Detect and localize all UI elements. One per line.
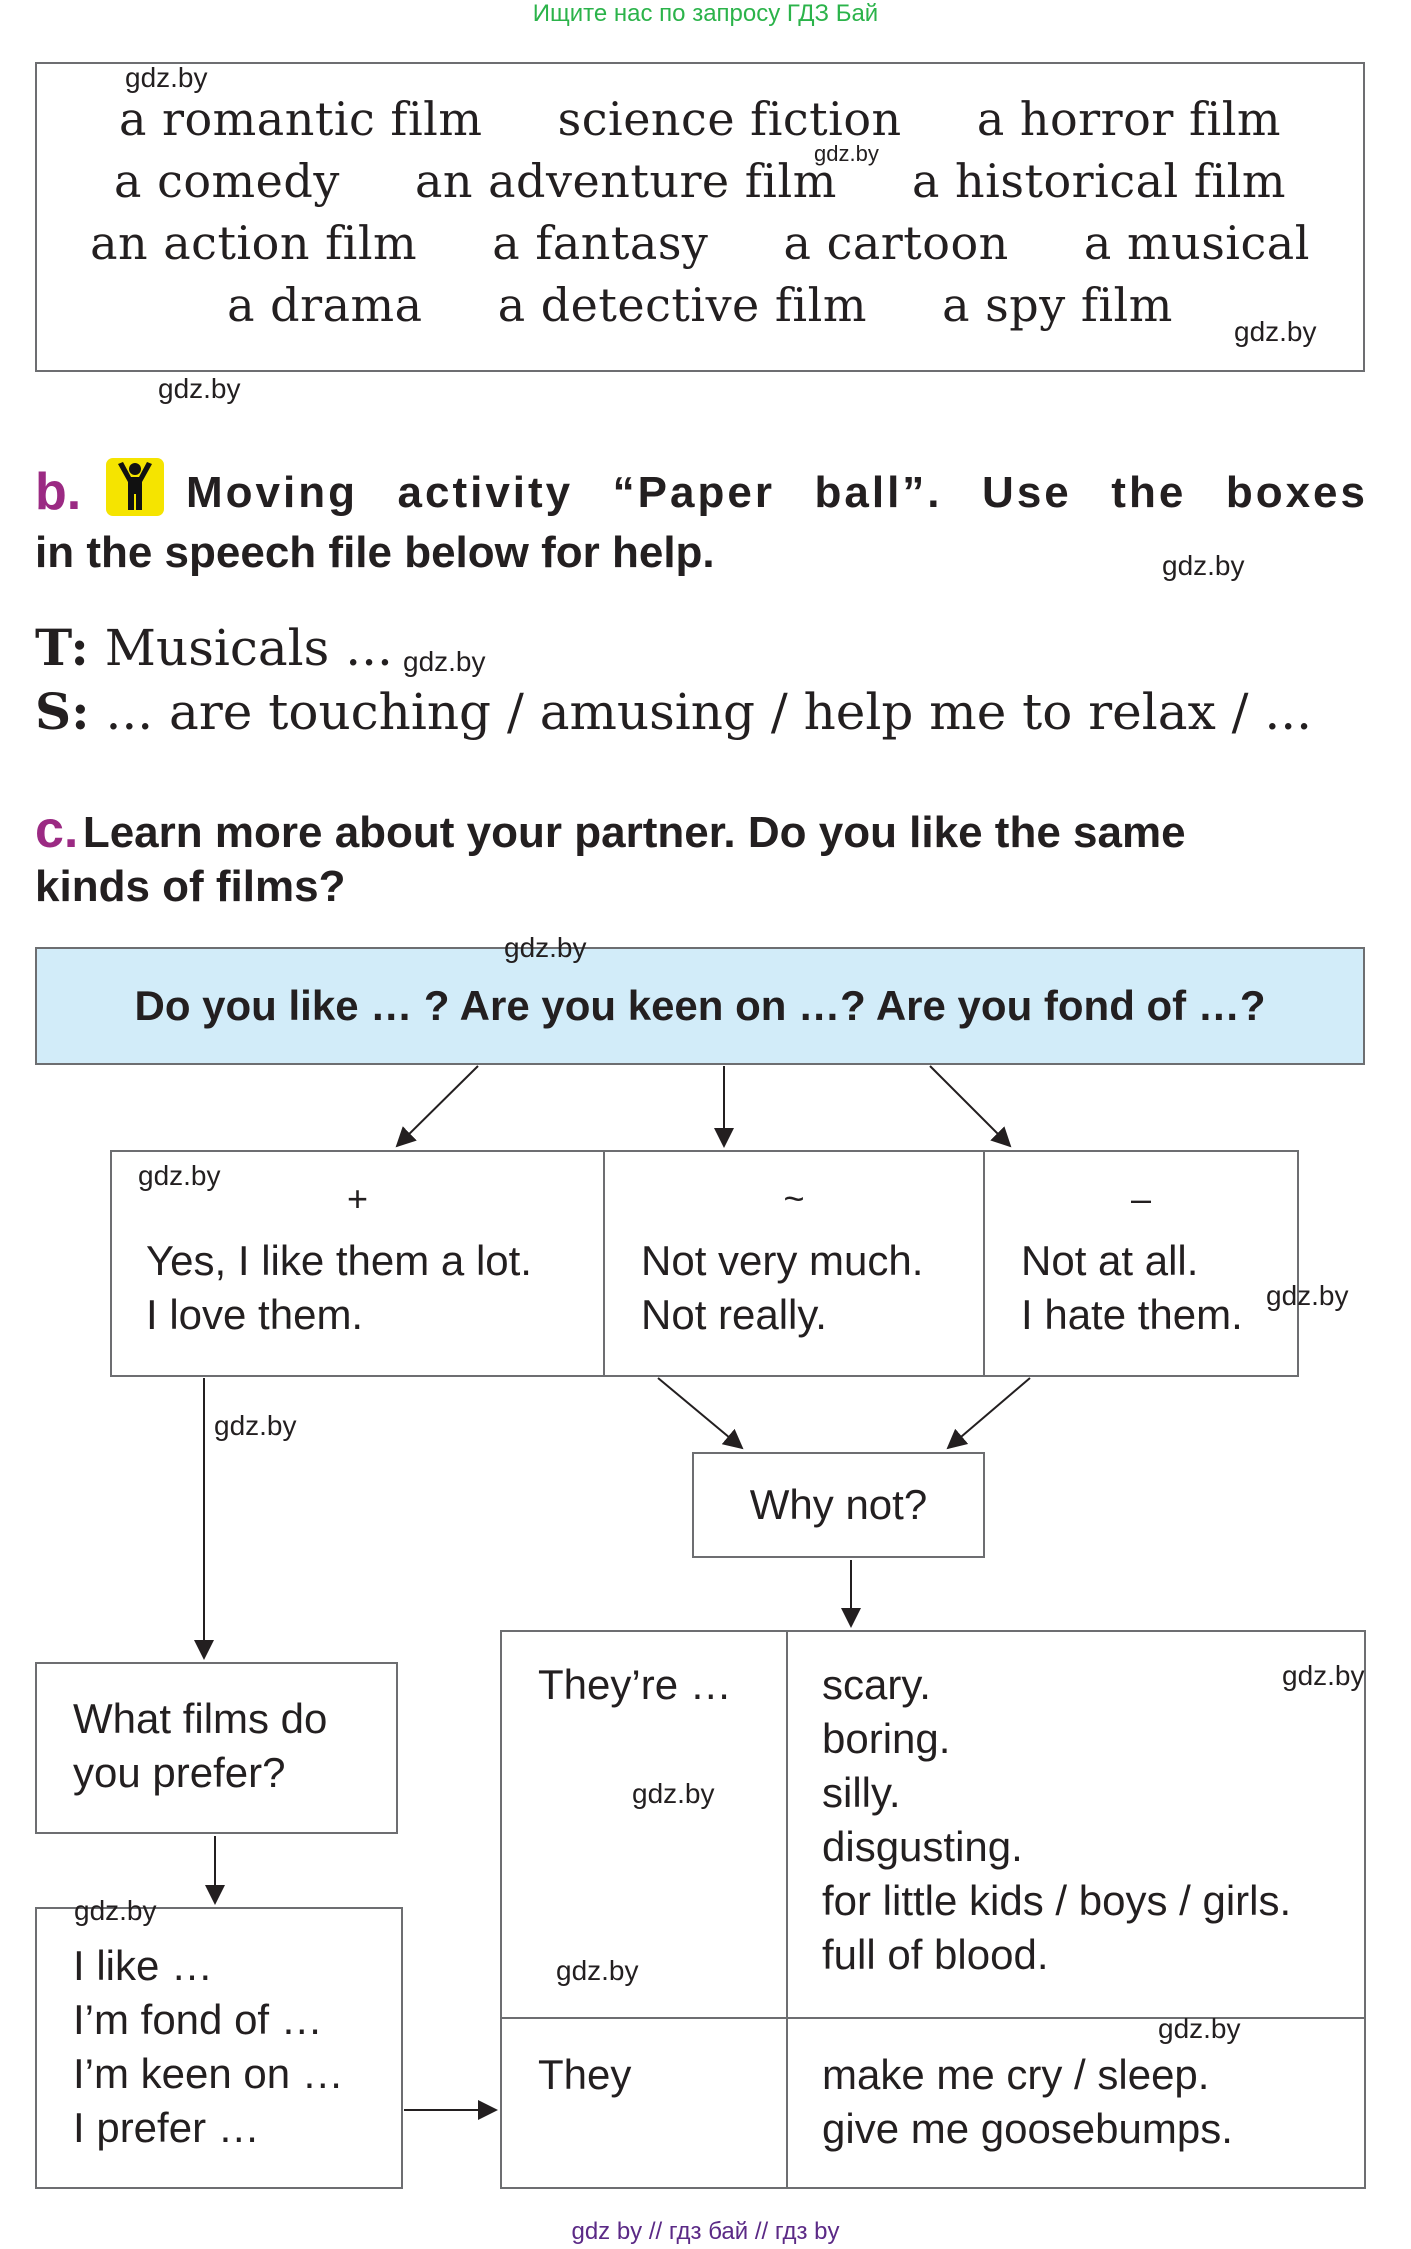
- table-divider-vertical: [786, 1632, 788, 2187]
- film-row-1: a romantic film science fiction a horror…: [37, 92, 1363, 146]
- watermark: gdz.by: [556, 1955, 639, 1986]
- film-row-2: a comedy an adventure film a historical …: [37, 154, 1363, 208]
- watermark: gdz.by: [74, 1895, 157, 1926]
- section-b-instruction-2: in the speech file below for help.: [35, 528, 715, 577]
- section-b-heading: b.: [35, 462, 81, 522]
- student-label: S:: [35, 682, 90, 741]
- minus-sign: –: [1130, 1178, 1152, 1219]
- watermark: gdz.by: [214, 1410, 297, 1441]
- reason-item: full of blood.: [822, 1931, 1049, 1978]
- reason-item: make me cry / sleep.: [822, 2051, 1210, 2098]
- prefer-answer: I prefer …: [73, 2104, 260, 2151]
- film-type: a detective film: [497, 278, 867, 332]
- student-line: S: ... are touching / amusing / help me …: [35, 682, 1312, 741]
- teacher-text: Musicals ...: [104, 619, 393, 677]
- table-divider-horizontal: [502, 2017, 1364, 2019]
- watermark: gdz.by: [1162, 550, 1245, 581]
- reason-item: scary.: [822, 1661, 931, 1708]
- film-type: a cartoon: [783, 216, 1009, 270]
- film-type: a spy film: [942, 278, 1173, 332]
- teacher-line: T: Musicals ...: [35, 618, 393, 677]
- film-row-4: a drama a detective film a spy film: [37, 278, 1363, 332]
- prefer-question-line: What films do: [73, 1695, 328, 1742]
- film-type: a comedy: [114, 154, 340, 208]
- reason-item: disgusting.: [822, 1823, 1023, 1870]
- watermark: gdz.by: [138, 1160, 221, 1191]
- plus-sign: +: [346, 1178, 369, 1219]
- answer-box-neutral: ~ Not very much. Not really.: [603, 1150, 985, 1377]
- student-text: ... are touching / amusing / help me to …: [105, 683, 1313, 741]
- film-type: a romantic film: [118, 92, 483, 146]
- prefer-answer: I’m keen on …: [73, 2050, 344, 2097]
- film-type: a musical: [1083, 216, 1310, 270]
- watermark: gdz.by: [1234, 316, 1317, 347]
- watermark: gdz.by: [632, 1778, 715, 1809]
- section-letter: c.: [35, 801, 79, 859]
- film-type: a historical film: [911, 154, 1286, 208]
- arrow: [657, 1377, 744, 1450]
- answer-line: Yes, I like them a lot.: [146, 1237, 532, 1284]
- prefer-answers-box: I like … I’m fond of … I’m keen on … I p…: [35, 1907, 403, 2189]
- reasons-table: They’re … scary. boring. silly. disgusti…: [500, 1630, 1366, 2189]
- prefer-answer: I’m fond of …: [73, 1996, 323, 2043]
- top-banner[interactable]: Ищите нас по запросу ГДЗ Бай: [532, 0, 879, 27]
- reason-item: for little kids / boys / girls.: [822, 1877, 1292, 1924]
- arrow: [946, 1377, 1031, 1450]
- section-c-instruction-1: Learn more about your partner. Do you li…: [82, 808, 1186, 857]
- teacher-label: T:: [35, 618, 89, 677]
- answer-box-negative: – Not at all. I hate them.: [983, 1150, 1299, 1377]
- reason-subject: They: [538, 2051, 632, 2098]
- section-b-instruction-1: Moving activity “Paper ball”. Use the bo…: [186, 468, 1368, 517]
- question-box: Do you like … ? Are you keen on …? Are y…: [35, 947, 1365, 1065]
- watermark: gdz.by: [125, 62, 208, 93]
- section-c-heading: c. Learn more about your partner. Do you…: [35, 800, 1186, 860]
- reason-item: boring.: [822, 1715, 951, 1762]
- film-type: science fiction: [557, 92, 902, 146]
- film-types-box: a romantic film science fiction a horror…: [35, 62, 1365, 372]
- why-not-box: Why not?: [692, 1452, 985, 1558]
- film-type: an adventure film: [414, 154, 837, 208]
- footer-links[interactable]: gdz by // гдз бай // гдз by: [571, 2218, 840, 2245]
- watermark: gdz.by: [1282, 1660, 1365, 1691]
- film-type: a drama: [227, 278, 423, 332]
- answer-line: I love them.: [146, 1291, 364, 1338]
- answer-line: Not really.: [641, 1291, 827, 1338]
- film-row-3: an action film a fantasy a cartoon a mus…: [37, 216, 1363, 270]
- person-arms-raised-icon: [106, 458, 164, 516]
- watermark: gdz.by: [1266, 1280, 1349, 1311]
- film-type: an action film: [90, 216, 418, 270]
- arrow: [929, 1065, 1012, 1148]
- watermark: gdz.by: [1158, 2013, 1241, 2044]
- watermark: gdz.by: [158, 373, 241, 404]
- reason-item: silly.: [822, 1769, 901, 1816]
- section-letter: b.: [35, 463, 82, 521]
- arrow: [395, 1065, 479, 1148]
- why-not-text: Why not?: [749, 1481, 928, 1528]
- film-type: a fantasy: [492, 216, 709, 270]
- prefer-answer: I like …: [73, 1942, 214, 1989]
- film-type: a horror film: [976, 92, 1282, 146]
- answer-box-positive: + Yes, I like them a lot. I love them.: [110, 1150, 605, 1377]
- section-c-instruction-2: kinds of films?: [35, 862, 346, 911]
- reason-item: give me goosebumps.: [822, 2105, 1233, 2152]
- answer-line: Not very much.: [641, 1237, 924, 1284]
- reason-subject: They’re …: [538, 1661, 732, 1708]
- tilde-sign: ~: [783, 1178, 805, 1219]
- prefer-question-box: What films do you prefer?: [35, 1662, 398, 1834]
- watermark: gdz.by: [814, 141, 879, 166]
- answer-line: Not at all.: [1021, 1237, 1199, 1284]
- watermark: gdz.by: [403, 646, 486, 677]
- prefer-question-line: you prefer?: [73, 1749, 286, 1796]
- answer-line: I hate them.: [1021, 1291, 1243, 1338]
- watermark: gdz.by: [504, 932, 587, 963]
